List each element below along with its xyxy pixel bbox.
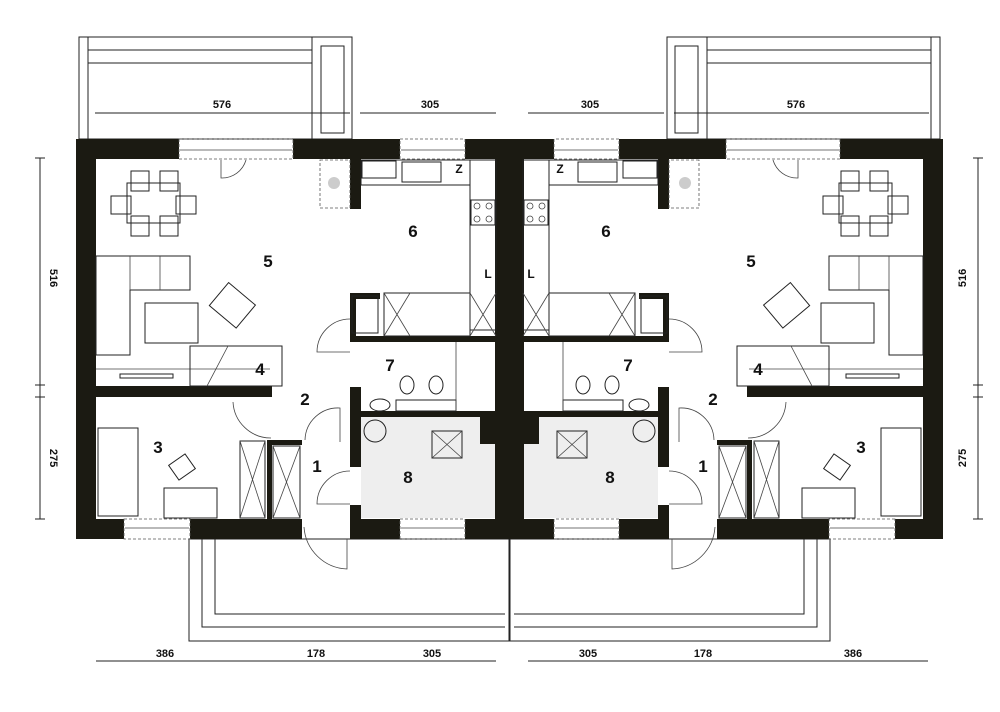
unit-left bbox=[75, 36, 512, 642]
fridge-mark-right: Z bbox=[556, 162, 563, 176]
dim-top-left-2: 305 bbox=[421, 99, 439, 111]
room-label-6-left: 6 bbox=[408, 222, 417, 241]
room-label-4-right: 4 bbox=[753, 360, 763, 379]
room-label-4-left: 4 bbox=[255, 360, 265, 379]
room-label-5-left: 5 bbox=[263, 252, 272, 271]
dim-top-left-1: 576 bbox=[213, 99, 231, 111]
dim-right-1: 516 bbox=[957, 269, 969, 287]
dim-top-right-2: 576 bbox=[787, 99, 805, 111]
dim-bottom-left-2: 178 bbox=[307, 648, 325, 660]
dim-right-2: 275 bbox=[957, 449, 969, 467]
room-label-1-right: 1 bbox=[698, 457, 707, 476]
unit-right bbox=[507, 36, 944, 642]
room-label-8-left: 8 bbox=[403, 468, 412, 487]
room-label-2-left: 2 bbox=[300, 390, 309, 409]
room-label-3-left: 3 bbox=[153, 438, 162, 457]
dishwasher-mark-left: L bbox=[484, 267, 491, 281]
dim-left-1: 516 bbox=[47, 269, 59, 287]
room-label-7-right: 7 bbox=[623, 356, 632, 375]
dim-bottom-right-1: 305 bbox=[579, 648, 597, 660]
room-label-6-right: 6 bbox=[601, 222, 610, 241]
room-label-5-right: 5 bbox=[746, 252, 755, 271]
dim-left-2: 275 bbox=[47, 449, 59, 467]
dim-top-right-1: 305 bbox=[581, 99, 599, 111]
room-label-7-left: 7 bbox=[385, 356, 394, 375]
fridge-mark-left: Z bbox=[455, 162, 462, 176]
dim-bottom-right-3: 386 bbox=[844, 648, 862, 660]
room-label-2-right: 2 bbox=[708, 390, 717, 409]
room-label-1-left: 1 bbox=[312, 457, 321, 476]
room-label-3-right: 3 bbox=[856, 438, 865, 457]
dim-bottom-left-1: 386 bbox=[156, 648, 174, 660]
room-label-8-right: 8 bbox=[605, 468, 614, 487]
dishwasher-mark-right: L bbox=[527, 267, 534, 281]
dim-bottom-right-2: 178 bbox=[694, 648, 712, 660]
dimension-lines bbox=[35, 112, 983, 662]
dim-bottom-left-3: 305 bbox=[423, 648, 441, 660]
